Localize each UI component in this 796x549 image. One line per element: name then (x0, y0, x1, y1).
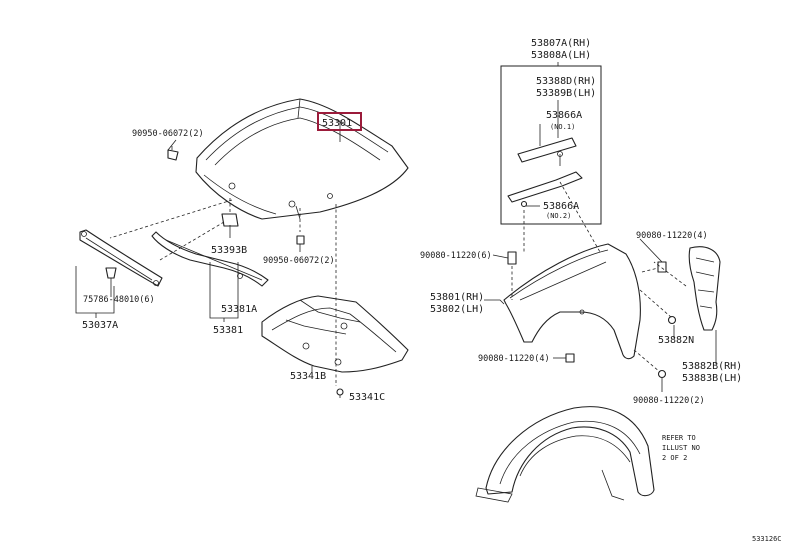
label-fender-seal-rh[interactable]: 53388D(RH) (536, 76, 596, 87)
insulator-clip[interactable] (336, 388, 344, 396)
hood-bolt-left[interactable] (167, 146, 179, 161)
label-bolt-fender-left[interactable]: 90080-11220(6) (420, 251, 492, 261)
label-bracket-rh[interactable]: 53807A(RH) (531, 38, 591, 49)
liner-bolt[interactable] (657, 369, 667, 379)
fender-bracket-lower[interactable] (507, 171, 583, 208)
label-hood-seal[interactable]: 53381 (213, 325, 243, 336)
hood-drawing[interactable] (195, 98, 409, 220)
hood-seal-53381[interactable] (151, 231, 269, 287)
fender-bolt-right[interactable] (657, 261, 667, 273)
label-hood-bumper[interactable]: 53393B (211, 245, 247, 256)
label-cushion-no2[interactable]: 53866A (543, 201, 579, 212)
fender-seal-bracket[interactable] (517, 137, 577, 163)
label-hood[interactable]: 53301 (322, 118, 352, 129)
insulator-53341b[interactable] (261, 295, 409, 373)
label-seal[interactable]: 53037A (82, 320, 118, 331)
hood-bolt-bottom[interactable] (296, 235, 305, 245)
label-bolt-fender-right[interactable]: 90080-11220(4) (636, 231, 708, 241)
label-splash-shield[interactable]: 53882N (658, 335, 694, 346)
fender-liner[interactable] (475, 406, 655, 503)
seal-53037a[interactable] (79, 229, 163, 287)
fender-bolt-left[interactable] (507, 251, 517, 265)
label-bolt-liner[interactable]: 90080-11220(2) (633, 396, 705, 406)
label-liner-rh[interactable]: 53882B(RH) (682, 361, 742, 372)
label-fender-seal-lh[interactable]: 53389B(LH) (536, 88, 596, 99)
label-fender-lh[interactable]: 53802(LH) (430, 304, 484, 315)
hood-bumper[interactable] (221, 213, 239, 227)
refer-note-line1: REFER TO (662, 434, 696, 442)
fender-53801[interactable] (503, 243, 641, 360)
label-bolt-fender-bottom[interactable]: 90080-11220(4) (478, 354, 550, 364)
label-insulator[interactable]: 53341B (290, 371, 326, 382)
label-hood-seal-a[interactable]: 53381A (221, 304, 257, 315)
label-cushion-no1[interactable]: 53866A (546, 110, 582, 121)
fender-bolt-bottom[interactable] (565, 353, 575, 363)
figure-id: 533126C (752, 535, 782, 543)
label-seal-clip[interactable]: 75786-48010(6) (83, 295, 155, 305)
label-insulator-clip[interactable]: 53341C (349, 392, 385, 403)
label-cushion-no2-note: (NO.2) (546, 212, 571, 220)
dashed-guides (109, 181, 687, 386)
label-bolt-hood-left[interactable]: 90950-06072(2) (132, 129, 204, 139)
label-cushion-no1-note: (NO.1) (550, 123, 575, 131)
splash-shield[interactable] (688, 246, 721, 331)
hood-part-highlight (317, 112, 362, 131)
refer-note-line2: ILLUST NO (662, 444, 700, 452)
refer-note-line3: 2 OF 2 (662, 454, 687, 462)
label-liner-lh[interactable]: 53883B(LH) (682, 373, 742, 384)
label-fender-rh[interactable]: 53801(RH) (430, 292, 484, 303)
seal-clip[interactable] (105, 267, 117, 286)
label-bracket-lh[interactable]: 53808A(LH) (531, 50, 591, 61)
label-bolt-hood-bottom[interactable]: 90950-06072(2) (263, 256, 335, 266)
splash-bolt[interactable] (667, 315, 677, 325)
leader-lines (75, 62, 717, 398)
bracket-group-box (500, 65, 602, 225)
